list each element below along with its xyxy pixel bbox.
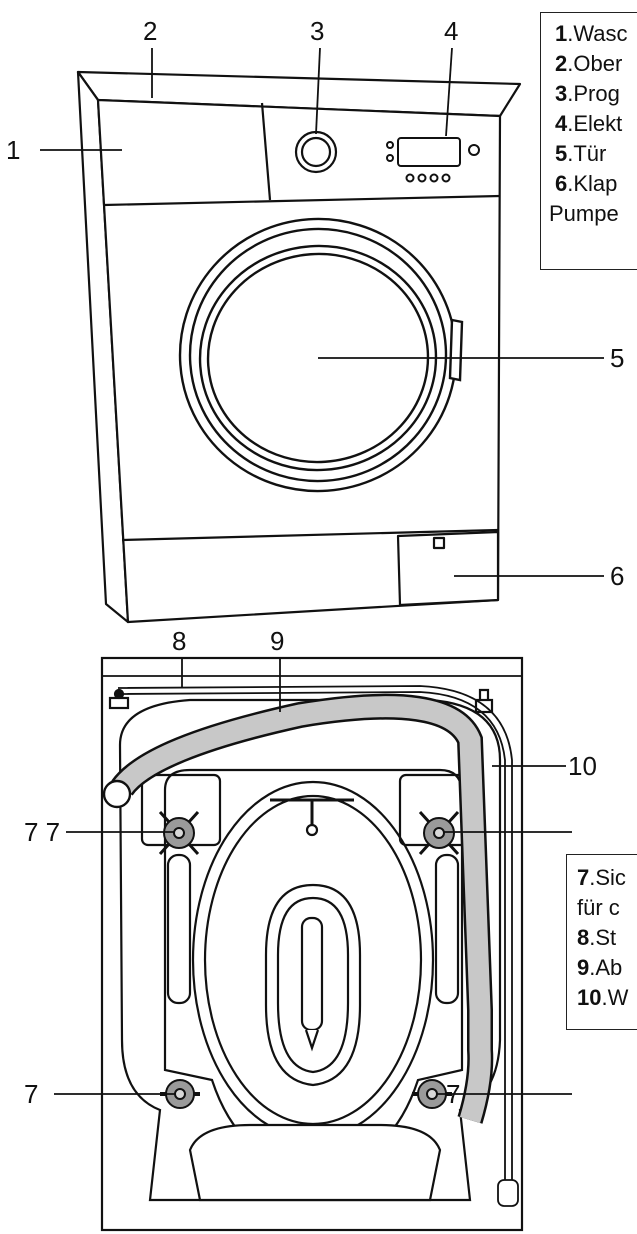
program-knob bbox=[294, 130, 338, 174]
callout-7-top-left: 7 7 bbox=[24, 817, 60, 847]
legend-item-2: 2.Ober bbox=[555, 51, 623, 76]
callout-7-bottom-left: 7 bbox=[24, 1079, 38, 1109]
legend-item-10: 10.W bbox=[577, 985, 629, 1010]
bolt-bottom-right bbox=[412, 1079, 452, 1109]
callout-3: 3 bbox=[310, 16, 324, 46]
bolt-top-left bbox=[158, 810, 200, 856]
callout-10: 10 bbox=[568, 751, 597, 781]
legend-item-7-continuation: für c bbox=[577, 895, 620, 920]
legend-item-5: 5.Tür bbox=[555, 141, 607, 166]
legend-item-1: 1.Wasc bbox=[555, 21, 628, 46]
callout-1: 1 bbox=[6, 135, 20, 165]
legend-top: 1.Wasc 2.Ober 3.Prog 4.Elekt 5.Tür 6.Kla… bbox=[540, 12, 637, 270]
supply-cables bbox=[117, 685, 519, 1207]
legend-bottom: 7.Sic für c 8.St 9.Ab 10.W bbox=[566, 854, 637, 1030]
pump-flap bbox=[396, 530, 500, 607]
legend-item-8: 8.St bbox=[577, 925, 617, 950]
legend-item-3: 3.Prog bbox=[555, 81, 620, 106]
legend-item-4: 4.Elekt bbox=[555, 111, 623, 136]
callout-6: 6 bbox=[610, 561, 624, 591]
door-handle bbox=[448, 318, 464, 382]
legend-item-7: 7.Sic bbox=[577, 865, 626, 890]
legend-item-6-continuation: Pumpe bbox=[549, 201, 619, 226]
callout-2: 2 bbox=[143, 16, 157, 46]
legend-item-6: 6.Klap bbox=[555, 171, 618, 196]
transport-bolts bbox=[158, 810, 460, 1109]
callout-8: 8 bbox=[172, 626, 186, 656]
electronic-display bbox=[386, 137, 480, 183]
callout-9: 9 bbox=[270, 626, 284, 656]
legend-item-9: 9.Ab bbox=[577, 955, 623, 980]
callout-4: 4 bbox=[444, 16, 458, 46]
leader-lines bbox=[40, 47, 604, 1095]
drain-hose bbox=[102, 693, 494, 1124]
callout-5: 5 bbox=[610, 343, 624, 373]
callout-7-bottom-right: 7 bbox=[446, 1079, 460, 1109]
door bbox=[178, 217, 464, 493]
bolt-top-right bbox=[418, 810, 460, 856]
